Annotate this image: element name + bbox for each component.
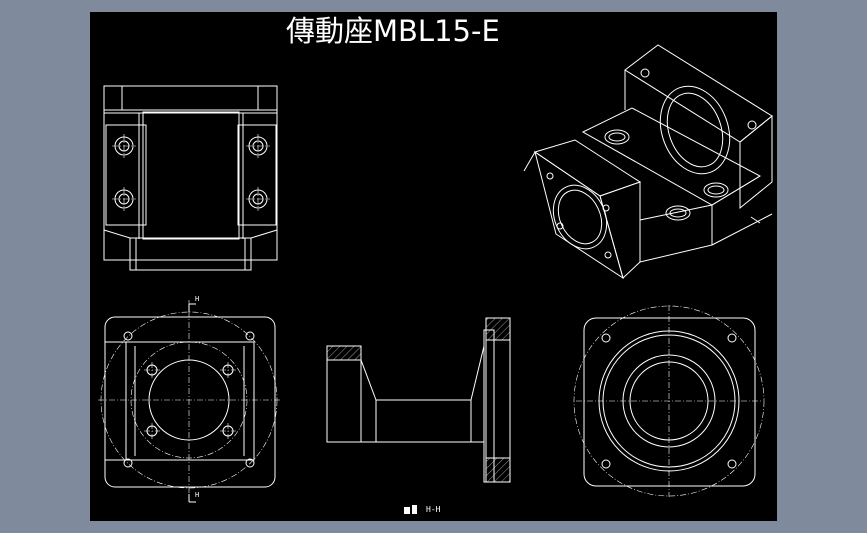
iso-base [581, 107, 773, 263]
section-mark-bottom: H [195, 491, 199, 499]
top-view-holes [112, 134, 270, 211]
iso-back-plate [624, 44, 773, 210]
drawing-canvas [90, 12, 777, 521]
section-mark-top: H [195, 295, 199, 303]
section-mark-top-label: H [195, 295, 199, 303]
iso-front-plate [533, 139, 642, 280]
section-view-icon [404, 505, 417, 514]
section-cut-marks [188, 303, 196, 503]
front-view-bolt-holes [123, 331, 255, 468]
top-view-outline [103, 85, 278, 271]
section-view-label: H-H [426, 505, 441, 514]
drawing-title: 傳動座MBL15-E [286, 14, 500, 48]
section-mark-bottom-label: H [195, 491, 199, 499]
